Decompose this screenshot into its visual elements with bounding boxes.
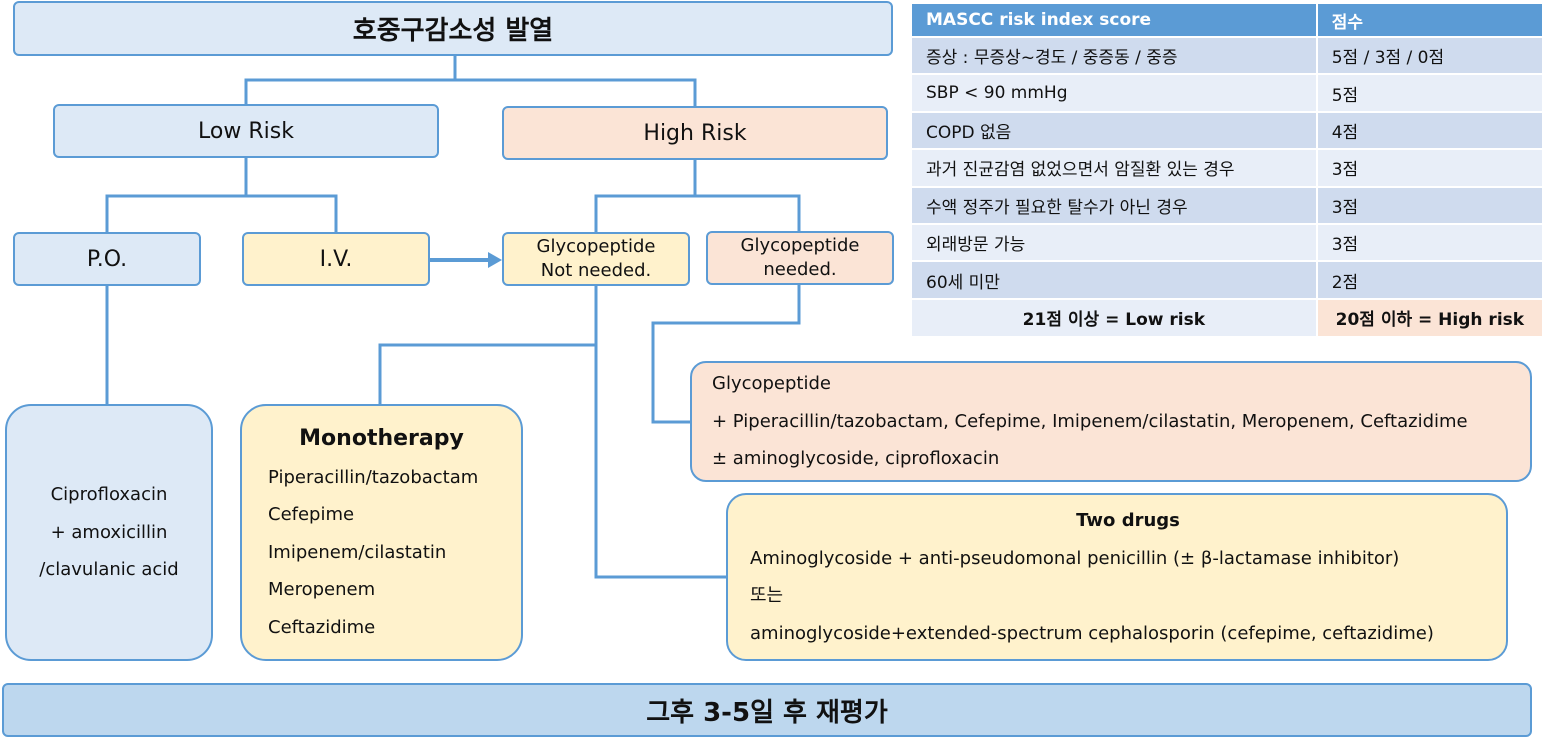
table-cell: 외래방문 가능 [910,222,1318,263]
glyco-not-needed-line-1: Glycopeptide [536,236,656,257]
arrowhead-icon [488,252,502,268]
connector-title-high [455,78,697,106]
two-drugs-heading: Two drugs [1076,510,1180,531]
monotherapy-heading: Monotherapy [299,425,464,451]
table-row: 외래방문 가능 3점 [910,222,1545,263]
oral-regimen-line-1: Ciprofloxacin [50,484,168,506]
table-row: SBP < 90 mmHg 5점 [910,73,1545,113]
connector-high-split [594,160,697,232]
two-drugs-line-2: 또는 [750,585,784,606]
po-box: P.O. [13,232,201,286]
connector-title-split [244,56,457,104]
table-cell: 5점 / 3점 / 0점 [1315,35,1545,76]
connector-notneeded-trunk [594,286,726,579]
glycopeptide-needed-box: Glycopeptide needed. [706,231,894,285]
table-row: COPD 없음 4점 [910,110,1545,151]
iv-box: I.V. [242,232,430,286]
oral-regimen-box: Ciprofloxacin + amoxicillin /clavulanic … [5,404,213,661]
mascc-score-table: MASCC risk index score 점수 증상 : 무증상~경도 / … [910,2,1545,338]
oral-regimen-line-2: + amoxicillin [50,521,168,543]
low-risk-label: Low Risk [198,118,294,144]
table-cell: 60세 미만 [910,260,1318,300]
monotherapy-drug: Piperacillin/tazobactam [268,466,479,488]
table-row: 60세 미만 2점 [910,260,1545,300]
low-risk-box: Low Risk [53,104,439,158]
connector-low-split [105,158,248,232]
flow-title-box: 호중구감소성 발열 [13,1,893,56]
reassess-box: 그후 3-5일 후 재평가 [2,683,1532,737]
table-footer-row: 21점 이상 = Low risk 20점 이하 = High risk [910,297,1545,338]
glyco-needed-line-1: Glycopeptide [740,235,860,256]
table-header-cell: 점수 [1315,2,1545,38]
connector-notneeded-mono [378,343,596,404]
table-row: 증상 : 무증상~경도 / 중증동 / 중증 5점 / 3점 / 0점 [910,35,1545,76]
monotherapy-drug: Meropenem [268,579,376,601]
table-cell: 5점 [1315,73,1545,113]
monotherapy-drug: Imipenem/cilastatin [268,541,447,563]
high-risk-label: High Risk [643,120,747,146]
glyco-needed-line-2: needed. [763,259,837,280]
monotherapy-box: Monotherapy Piperacillin/tazobactam Cefe… [240,404,523,661]
table-cell: COPD 없음 [910,110,1318,151]
two-drugs-line-3: aminoglycoside+extended-spectrum cephalo… [750,622,1434,644]
connector-needed-regimen [651,284,801,424]
glyco-not-needed-line-2: Not needed. [540,260,652,281]
table-row: 수액 정주가 필요한 탈수가 아닌 경우 3점 [910,185,1545,225]
glyco-regimen-line-2: + Piperacillin/tazobactam, Cefepime, Imi… [712,410,1468,432]
iv-label: I.V. [319,246,353,272]
table-cell: 2점 [1315,260,1545,300]
glycopeptide-not-needed-box: Glycopeptide Not needed. [502,232,690,286]
two-drugs-line-1: Aminoglycoside + anti-pseudomonal penici… [750,547,1400,569]
high-risk-threshold: 20점 이하 = High risk [1315,297,1545,338]
table-cell: 3점 [1315,148,1545,188]
table-row: 과거 진균감염 없었으면서 암질환 있는 경우 3점 [910,148,1545,188]
connector-high-needed [695,194,801,231]
table-cell: 증상 : 무증상~경도 / 중증동 / 중증 [910,35,1318,76]
monotherapy-drug: Cefepime [268,504,355,526]
table-cell: SBP < 90 mmHg [910,73,1318,113]
table-cell: 3점 [1315,185,1545,225]
reassess-label: 그후 3-5일 후 재평가 [646,697,888,728]
table-cell: 과거 진균감염 없었으면서 암질환 있는 경우 [910,148,1318,188]
two-drugs-box: Two drugs Aminoglycoside + anti-pseudomo… [726,493,1508,661]
low-risk-threshold: 21점 이상 = Low risk [910,297,1318,338]
glyco-regimen-line-3: ± aminoglycoside, ciprofloxacin [712,448,1000,470]
glycopeptide-regimen-box: Glycopeptide + Piperacillin/tazobactam, … [690,361,1532,482]
table-cell: 4점 [1315,110,1545,151]
flow-title: 호중구감소성 발열 [352,16,554,46]
table-cell: 수액 정주가 필요한 탈수가 아닌 경우 [910,185,1318,225]
po-label: P.O. [86,246,128,272]
table-header-cell: MASCC risk index score [910,2,1318,38]
connector-low-iv [246,194,338,232]
glyco-regimen-line-1: Glycopeptide [712,373,831,395]
oral-regimen-line-3: /clavulanic acid [39,559,179,581]
table-cell: 3점 [1315,222,1545,263]
high-risk-box: High Risk [502,106,888,160]
monotherapy-drug: Ceftazidime [268,616,376,638]
table-header-row: MASCC risk index score 점수 [910,2,1545,38]
